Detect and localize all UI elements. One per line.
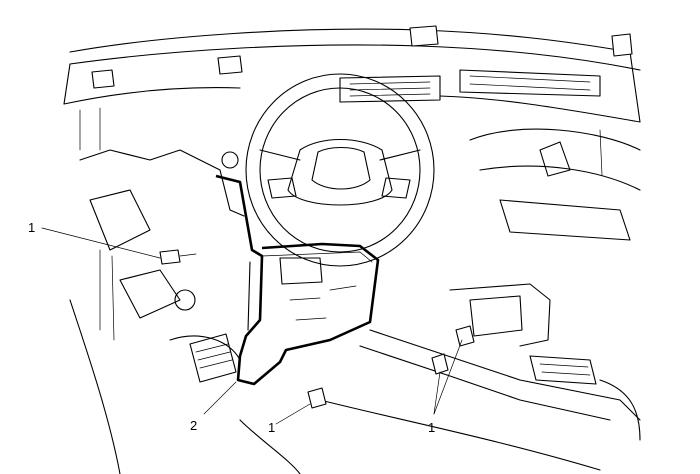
floor-console (359, 329, 641, 441)
fastener-right-lower (431, 353, 449, 375)
right-ducting (449, 128, 641, 347)
callout-1-top-left: 1 (28, 220, 35, 235)
defroster-vent (339, 69, 601, 103)
left-brace-assembly (69, 149, 241, 474)
knee-bolster-bracket (215, 174, 380, 386)
steering-wheel (245, 73, 435, 267)
fastener-bottom (307, 387, 327, 409)
fastener-top-left (159, 249, 197, 265)
instrument-panel-outline (63, 28, 641, 176)
upper-clips (91, 25, 633, 89)
floor-edge (239, 399, 601, 474)
callout-1-bottom: 1 (268, 420, 275, 435)
fastener-right-upper (455, 325, 475, 347)
callout-1-right: 1 (428, 420, 435, 435)
leader-lines (41, 227, 463, 425)
callout-2-bracket: 2 (190, 418, 197, 433)
